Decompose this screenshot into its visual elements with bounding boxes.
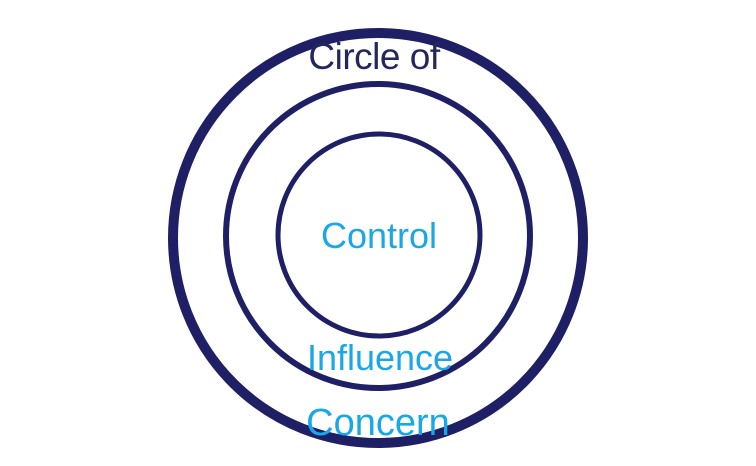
circle-of-concern xyxy=(168,28,588,448)
heading-circle-of: Circle of xyxy=(308,36,440,77)
circle-of-control xyxy=(275,131,483,339)
label-control: Control xyxy=(320,215,438,256)
label-influence: Influence xyxy=(306,337,454,378)
circle-of-influence xyxy=(223,81,533,391)
label-concern: Concern xyxy=(306,402,450,444)
